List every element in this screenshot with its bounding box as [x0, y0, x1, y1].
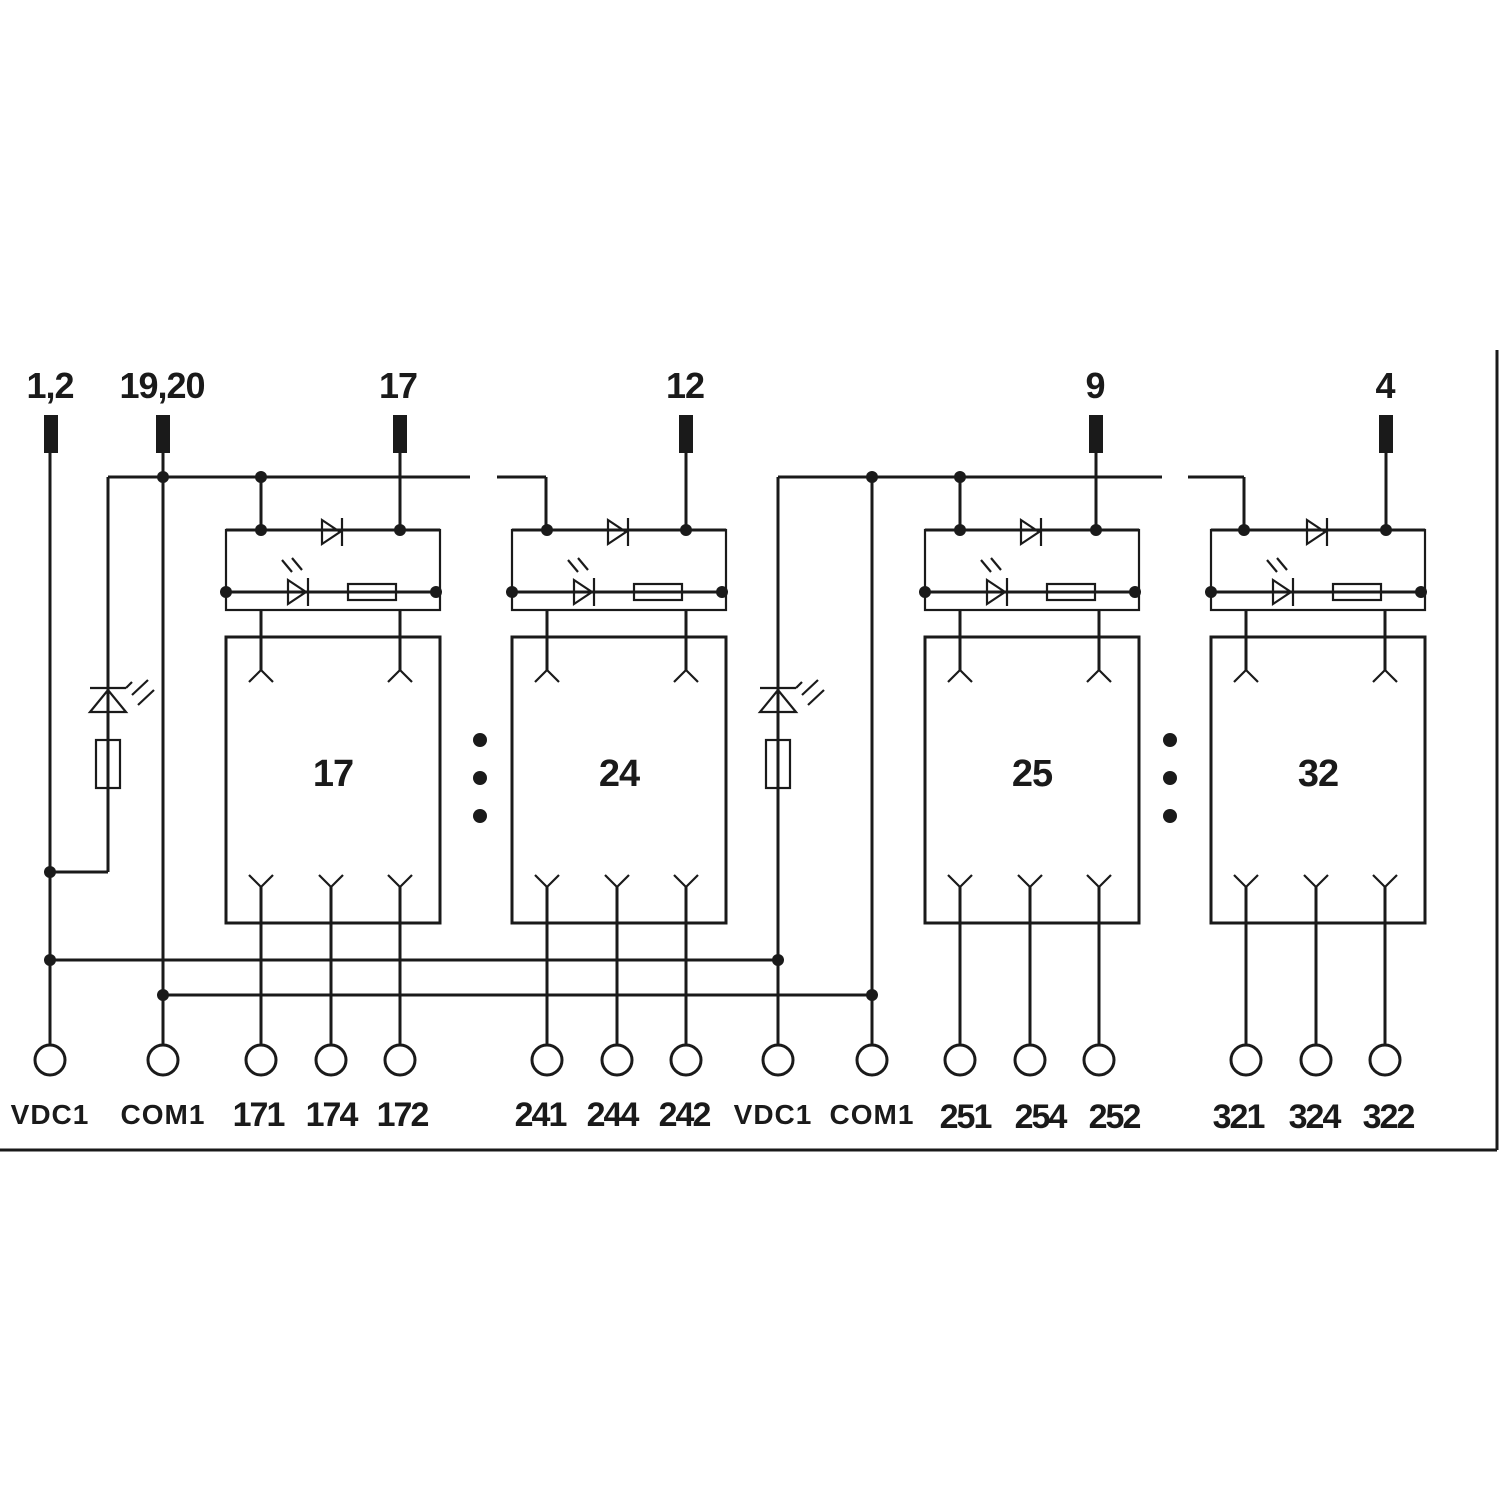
screw-terminal-icon: [1299, 1043, 1333, 1077]
connector-label-com: 19,20: [119, 365, 204, 406]
frame: [0, 350, 1499, 1152]
screw-terminal-icon: [761, 1043, 795, 1077]
terminal-labels: VDC1 COM1 171 174 172 241 244 242 VDC1 C…: [11, 1096, 1417, 1136]
resistor-icon: [346, 582, 398, 602]
led-icon: [87, 679, 155, 714]
supply-indicator-right: [757, 679, 825, 790]
junction-dot: [44, 954, 56, 966]
terminal-label-com1: COM1: [121, 1099, 206, 1130]
terminal-label: 254: [1015, 1098, 1068, 1136]
diode-icon: [320, 517, 344, 547]
resistor-icon: [764, 738, 792, 790]
screw-terminal-icon: [1082, 1043, 1116, 1077]
screw-terminal-icon: [314, 1043, 348, 1077]
screw-terminal-icon: [530, 1043, 564, 1077]
connector-label-vdc: 1,2: [26, 365, 73, 406]
relay-block-25: 25: [919, 517, 1141, 1045]
relay-label: 25: [1012, 753, 1053, 795]
diode-icon: [606, 517, 630, 547]
relay-body: [1209, 635, 1427, 925]
screw-terminal-icon: [1368, 1043, 1402, 1077]
relay-label: 32: [1298, 753, 1338, 795]
resistor-icon: [632, 582, 684, 602]
terminal-label: 321: [1213, 1098, 1265, 1136]
junction-dot: [954, 471, 966, 483]
relay-body: [923, 635, 1141, 925]
terminal-label: 171: [233, 1096, 285, 1134]
junction-dot: [157, 989, 169, 1001]
vertical-ellipsis-icon: [473, 733, 487, 823]
plug-connector-icon: [1089, 415, 1103, 453]
plug-connectors: [44, 415, 1393, 453]
diode-icon: [1019, 517, 1043, 547]
terminal-label-vdc1: VDC1: [11, 1099, 90, 1130]
connector-label-relay-25: 9: [1085, 365, 1104, 406]
led-icon: [980, 557, 1009, 607]
screw-terminal-icon: [33, 1043, 67, 1077]
relay-block-17: 17: [220, 517, 442, 1045]
screw-terminal-icon: [669, 1043, 703, 1077]
terminal-label: 172: [377, 1096, 429, 1134]
screw-terminal-icon: [1013, 1043, 1047, 1077]
connector-label-relay-24: 12: [666, 365, 704, 406]
relay-block-24: 24: [506, 517, 728, 1045]
junction-dot: [866, 471, 878, 483]
terminal-label-vdc1: VDC1: [734, 1099, 813, 1130]
junction-dot: [866, 989, 878, 1001]
vertical-ellipsis-icon: [1163, 733, 1177, 823]
connector-labels: 1,2 19,20 17 12 9 4: [26, 365, 1396, 406]
plug-connector-icon: [393, 415, 407, 453]
relay-label: 17: [313, 753, 353, 795]
junction-dot: [255, 471, 267, 483]
junction-dot: [772, 954, 784, 966]
junction-dots: [44, 471, 966, 1001]
terminal-label: 244: [587, 1096, 640, 1134]
terminal-label: 324: [1289, 1098, 1342, 1136]
screw-terminal-icon: [146, 1043, 180, 1077]
plug-connector-icon: [156, 415, 170, 453]
led-icon: [757, 679, 825, 714]
plug-connector-icon: [679, 415, 693, 453]
terminal-label: 174: [306, 1096, 359, 1134]
diode-icon: [1305, 517, 1329, 547]
connector-label-relay-17: 17: [379, 365, 417, 406]
resistor-icon: [1045, 582, 1097, 602]
relay-label: 24: [599, 753, 640, 795]
relay-body: [510, 635, 728, 925]
connector-label-relay-32: 4: [1375, 365, 1395, 406]
screw-terminal-icon: [855, 1043, 889, 1077]
led-icon: [281, 557, 310, 607]
terminal-label: 242: [659, 1096, 711, 1134]
terminal-label: 251: [940, 1098, 992, 1136]
plug-connector-icon: [44, 415, 58, 453]
junction-dot: [157, 471, 169, 483]
led-icon: [1266, 557, 1295, 607]
led-icon: [567, 557, 596, 607]
resistor-icon: [1331, 582, 1383, 602]
screw-terminal-icon: [1229, 1043, 1263, 1077]
terminal-label: 241: [515, 1096, 567, 1134]
screw-terminal-icon: [383, 1043, 417, 1077]
screw-terminal-icon: [244, 1043, 278, 1077]
relay-block-32: 32: [1205, 517, 1427, 1045]
screw-terminal-icon: [943, 1043, 977, 1077]
terminal-label-com1: COM1: [830, 1099, 915, 1130]
plug-connector-icon: [1379, 415, 1393, 453]
relay-body: [224, 635, 442, 925]
supply-indicator-left: [87, 679, 155, 790]
terminal-label: 322: [1363, 1098, 1415, 1136]
terminal-label: 252: [1089, 1098, 1141, 1136]
terminals: [33, 1043, 1402, 1077]
screw-terminal-icon: [600, 1043, 634, 1077]
wiring: [48, 453, 1388, 1045]
junction-dot: [44, 866, 56, 878]
resistor-icon: [94, 738, 122, 790]
